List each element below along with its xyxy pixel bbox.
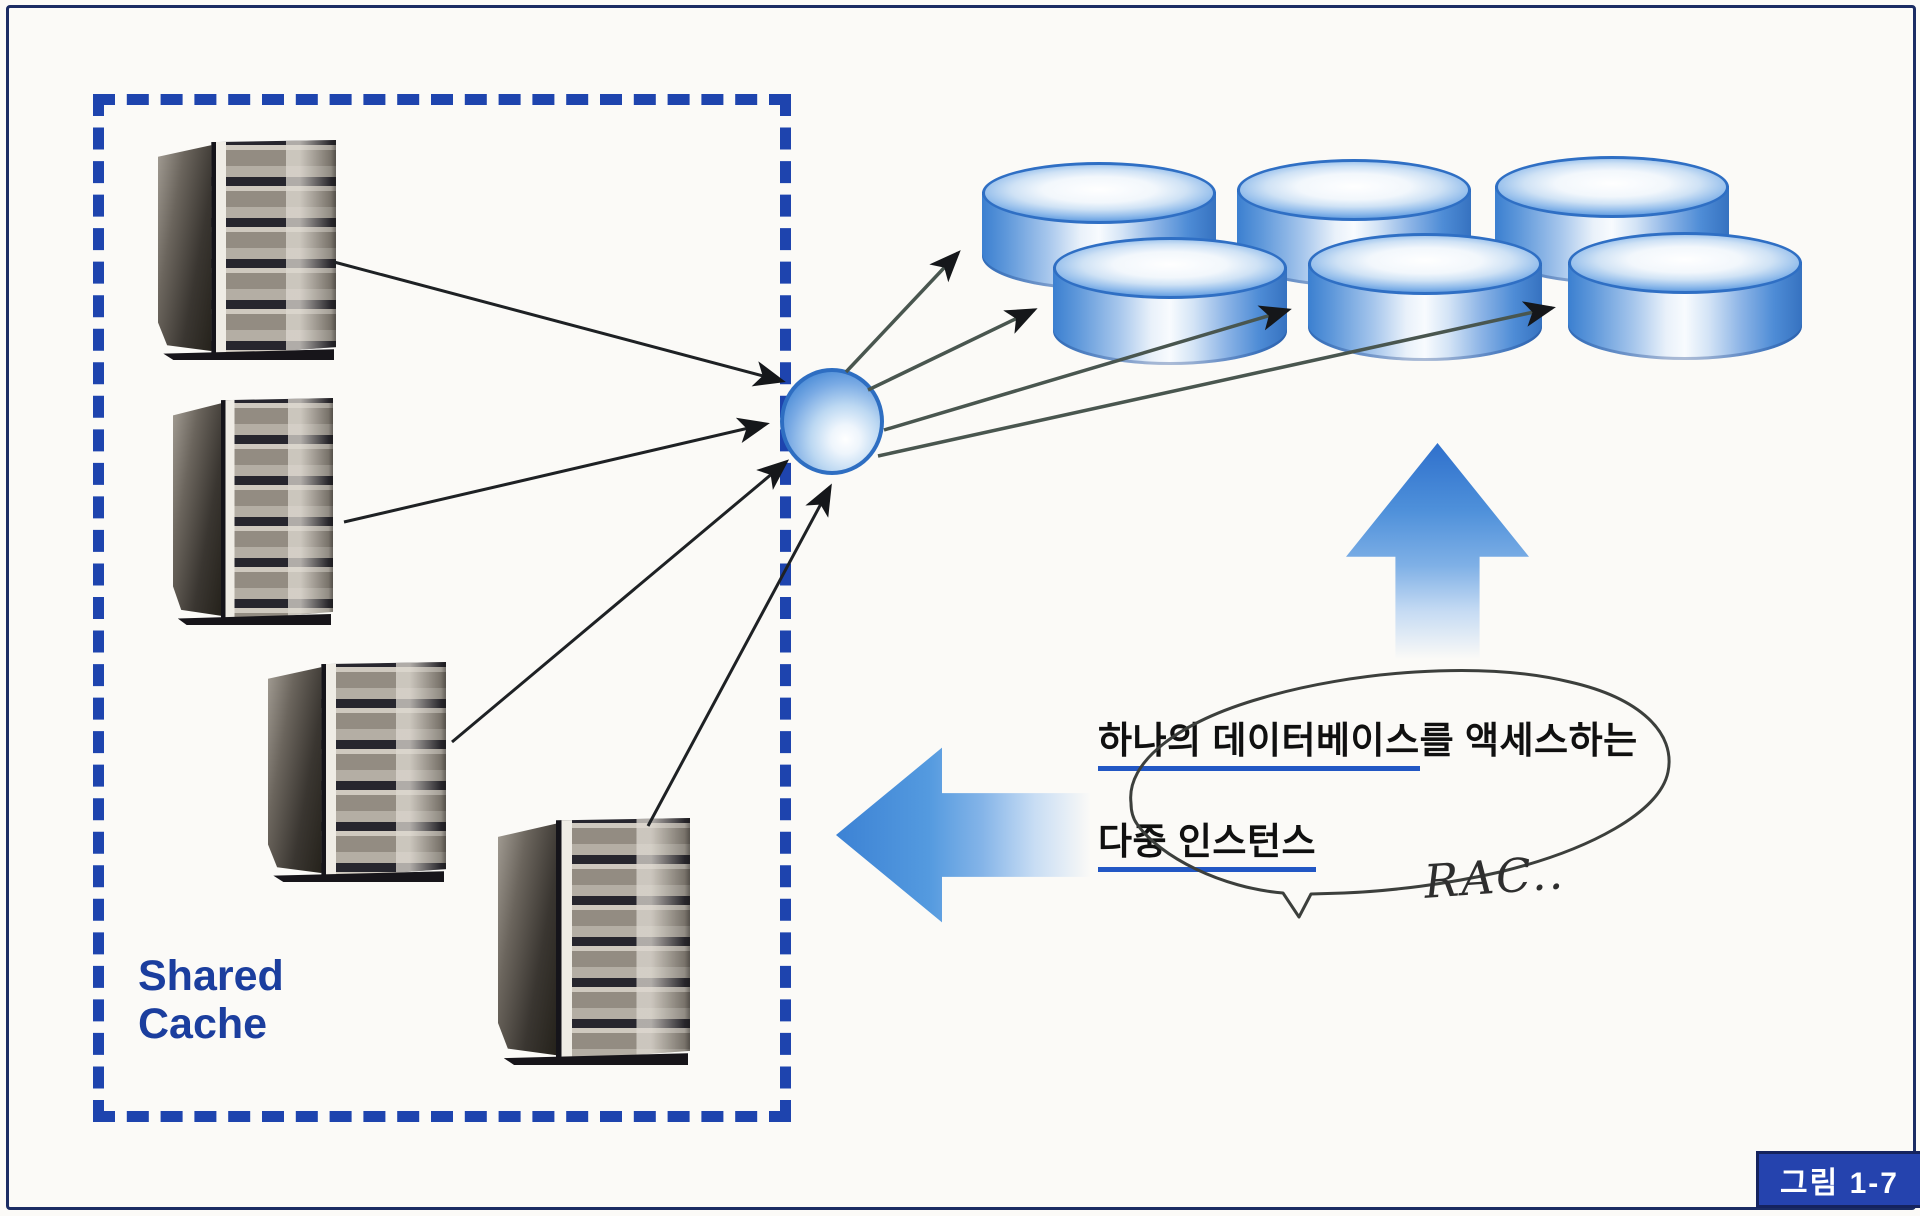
shared-cache-label-line2: Cache — [138, 1000, 268, 1049]
cylinder-top — [1237, 159, 1471, 221]
shared-cache-label: Shared Cache — [138, 952, 284, 1048]
server-base — [177, 614, 332, 626]
server-side-panel — [158, 144, 215, 352]
server-front-panel — [555, 818, 690, 1061]
annotation-circle-sketch — [1129, 669, 1671, 919]
server1-to-hub-arrow — [333, 260, 786, 387]
cylinder-top — [1568, 232, 1802, 294]
server-tower-icon — [158, 140, 336, 361]
database-cylinder-icon — [1053, 237, 1287, 367]
server-side-panel — [268, 666, 325, 874]
handwritten-rac-note: RAC.. — [1422, 845, 1567, 909]
server4-to-hub-arrow — [646, 483, 832, 827]
cylinder-top — [1495, 156, 1729, 218]
hub-to-db1-arrow — [844, 250, 961, 374]
figure-badge: 그림 1-7 — [1756, 1151, 1920, 1208]
hub-to-db2-arrow — [867, 308, 1038, 392]
server3-to-hub-arrow — [451, 459, 790, 744]
cylinder-top — [1053, 237, 1287, 299]
server-front-panel — [321, 662, 446, 878]
server2-to-hub-arrow — [343, 417, 770, 524]
shared-cache-label-line1: Shared — [138, 952, 284, 1000]
server-side-panel — [498, 822, 560, 1056]
annotation-line2: 다중 인스턴스 — [1098, 811, 1638, 872]
server-tower-icon — [498, 818, 690, 1066]
server-base — [163, 349, 335, 361]
annotation-line2-underlined: 다중 인스턴스 — [1098, 821, 1317, 872]
outer-frame — [6, 5, 1916, 1210]
server-front-panel — [211, 140, 336, 356]
hub-to-db4-arrow — [877, 301, 1556, 458]
server-front-panel — [221, 398, 333, 621]
shared-cache-box — [93, 94, 791, 1122]
hub-to-db3-arrow — [883, 305, 1292, 432]
server-side-panel — [173, 402, 225, 617]
cylinder-top — [1308, 233, 1542, 295]
database-cylinder-icon — [1568, 232, 1802, 362]
annotation-line1-rest: 를 액세스하는 — [1419, 720, 1638, 761]
database-cylinder-icon — [1308, 233, 1542, 363]
hub-node-icon — [780, 368, 884, 475]
server-tower-icon — [173, 398, 333, 626]
server-tower-icon — [268, 662, 446, 883]
cylinder-top — [982, 162, 1216, 224]
server-base — [273, 871, 445, 883]
